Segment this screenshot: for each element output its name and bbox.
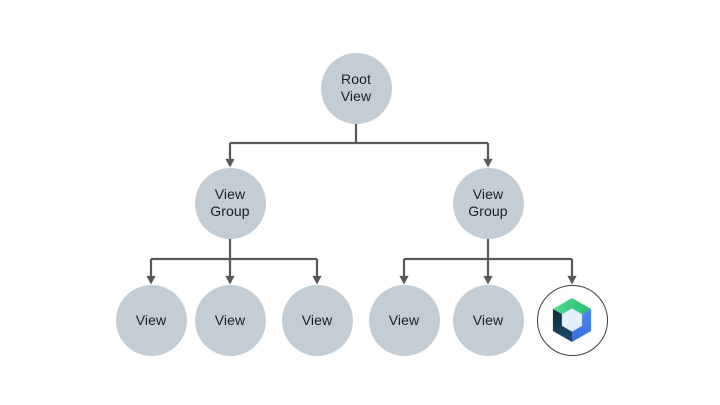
node-view-group-right: View Group <box>452 167 524 239</box>
node-label: View <box>388 311 420 328</box>
node-label: View <box>214 311 246 328</box>
node-view-3: View <box>281 284 353 356</box>
node-view-group-left: View Group <box>194 167 266 239</box>
node-view-2: View <box>194 284 266 356</box>
node-label: View <box>135 311 167 328</box>
compose-center-hexagon <box>561 308 583 332</box>
node-label: View Group <box>210 186 250 219</box>
node-label: View <box>301 311 333 328</box>
node-view-1: View <box>115 284 187 356</box>
node-compose <box>536 284 608 356</box>
node-label: View <box>472 311 504 328</box>
jetpack-compose-logo-icon <box>552 297 592 343</box>
node-root-view: Root View <box>320 52 392 124</box>
node-label: View Group <box>468 186 508 219</box>
node-view-4: View <box>368 284 440 356</box>
connector-path <box>149 123 574 277</box>
node-view-5: View <box>452 284 524 356</box>
node-label: Root View <box>340 71 372 104</box>
